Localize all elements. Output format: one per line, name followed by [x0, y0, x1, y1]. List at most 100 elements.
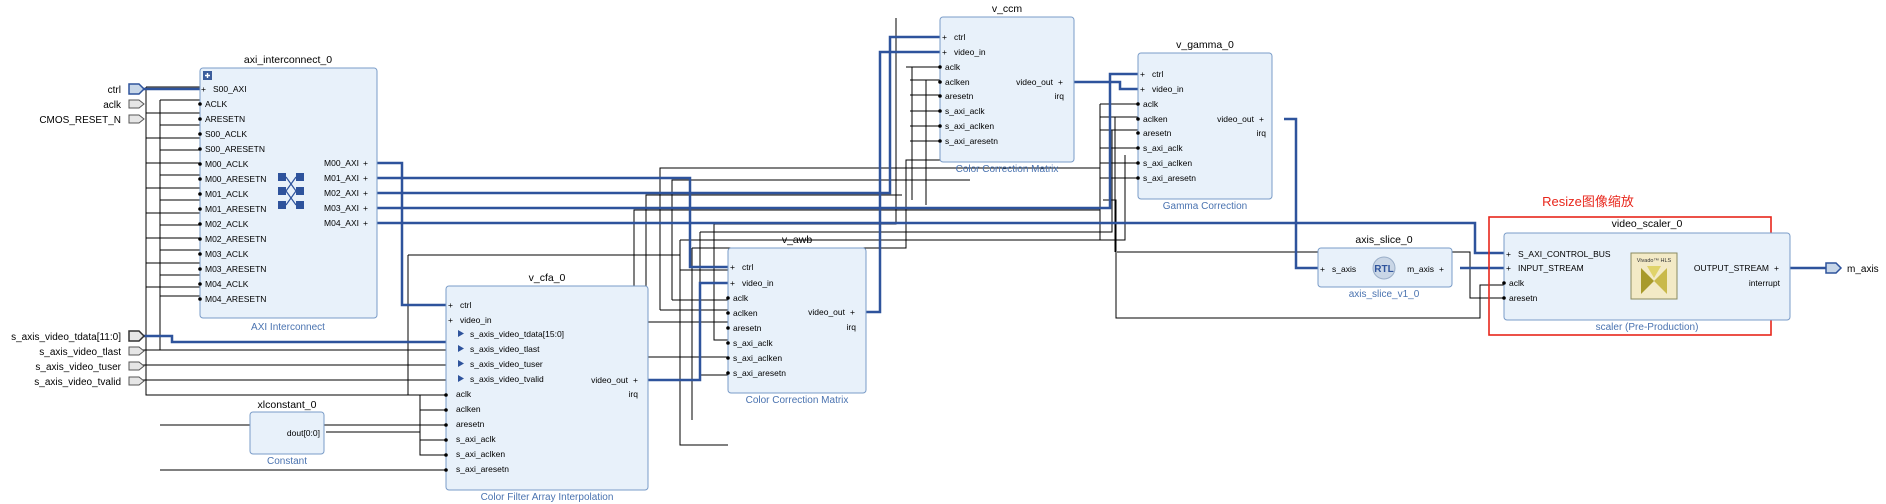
- hls-logo-icon: Vivado™ HLS: [1630, 252, 1678, 300]
- pin-video-in[interactable]: +video_in: [730, 278, 774, 288]
- pin-s-axi-aclk[interactable]: s_axi_aclk: [444, 434, 496, 444]
- pin-m01-aclk[interactable]: M01_ACLK: [198, 189, 249, 199]
- block-v-awb[interactable]: v_awb +ctrl +video_in aclk aclken areset…: [726, 234, 867, 406]
- pin-output-stream[interactable]: OUTPUT_STREAM+: [1694, 263, 1779, 273]
- pin-m-axis[interactable]: m_axis+: [1407, 264, 1444, 274]
- pin-video-tdata[interactable]: s_axis_video_tdata[15:0]: [458, 329, 564, 339]
- port-cmos-reset-n[interactable]: CMOS_RESET_N: [39, 114, 145, 126]
- pin-aresetn[interactable]: aresetn: [938, 91, 974, 101]
- pin-video-tuser[interactable]: s_axis_video_tuser: [458, 359, 543, 369]
- block-v-ccm[interactable]: v_ccm +ctrl +video_in aclk aclken areset…: [938, 3, 1075, 175]
- pin-aresetn[interactable]: aresetn: [444, 419, 485, 429]
- pin-s-axi-aresetn[interactable]: s_axi_aresetn: [938, 136, 998, 146]
- pin-m04-axi[interactable]: M04_AXI+: [324, 218, 368, 228]
- pin-s00-aresetn[interactable]: S00_ARESETN: [198, 144, 265, 154]
- pin-aresetn[interactable]: aresetn: [1502, 293, 1538, 303]
- pin-video-out[interactable]: video_out+: [1217, 114, 1264, 124]
- pin-m00-axi[interactable]: M00_AXI+: [324, 158, 368, 168]
- port-video-tvalid[interactable]: s_axis_video_tvalid: [34, 376, 145, 388]
- pin-s-axi-aclk[interactable]: s_axi_aclk: [938, 106, 985, 116]
- pin-aclk[interactable]: aclk: [1136, 99, 1159, 109]
- pin-m01-aresetn[interactable]: M01_ARESETN: [198, 204, 266, 214]
- pin-video-in[interactable]: +video_in: [448, 315, 492, 325]
- block-xlconstant[interactable]: xlconstant_0 dout[0:0] Constant: [249, 399, 325, 467]
- pin-label: s_axis_video_tuser: [470, 359, 543, 369]
- pin-video-in[interactable]: +video_in: [942, 47, 986, 57]
- pin-m01-axi[interactable]: M01_AXI+: [324, 173, 368, 183]
- pin-s-axi-aclk[interactable]: s_axi_aclk: [1136, 143, 1183, 153]
- pin-s-axi-aclken[interactable]: s_axi_aclken: [444, 449, 505, 459]
- pin-ctrl[interactable]: +ctrl: [448, 300, 471, 310]
- pin-input-stream[interactable]: +INPUT_STREAM: [1506, 263, 1584, 273]
- pin-m03-aresetn[interactable]: M03_ARESETN: [198, 264, 266, 274]
- pin-aclken[interactable]: aclken: [938, 77, 970, 87]
- port-ctrl[interactable]: ctrl: [108, 83, 146, 96]
- pin-m00-aclk[interactable]: M00_ACLK: [198, 159, 249, 169]
- pin-m00-aresetn[interactable]: M00_ARESETN: [198, 174, 266, 184]
- pin-aclken[interactable]: aclken: [726, 308, 758, 318]
- pin-irq[interactable]: irq: [1257, 128, 1267, 138]
- pin-aclk[interactable]: aclk: [938, 62, 961, 72]
- pin-m02-axi[interactable]: M02_AXI+: [324, 188, 368, 198]
- port-label: m_axis: [1847, 264, 1879, 275]
- pin-label: s_axis_video_tvalid: [470, 374, 544, 384]
- pin-aclk[interactable]: ACLK: [198, 99, 228, 109]
- pin-video-out[interactable]: video_out+: [808, 307, 855, 317]
- pin-aresetn[interactable]: aresetn: [726, 323, 762, 333]
- pin-s00-aclk[interactable]: S00_ACLK: [198, 129, 247, 139]
- pin-aclk[interactable]: aclk: [444, 389, 472, 399]
- pin-s-axis[interactable]: +s_axis: [1320, 264, 1356, 274]
- port-m-axis[interactable]: m_axis: [1825, 262, 1879, 275]
- pin-s00-axi[interactable]: +S00_AXI: [201, 84, 247, 94]
- pin-m02-aclk[interactable]: M02_ACLK: [198, 219, 249, 229]
- pin-m02-aresetn[interactable]: M02_ARESETN: [198, 234, 266, 244]
- pin-ctrl[interactable]: +ctrl: [1140, 69, 1163, 79]
- port-video-tuser[interactable]: s_axis_video_tuser: [35, 361, 145, 373]
- block-v-gamma[interactable]: v_gamma_0 +ctrl +video_in aclk aclken ar…: [1136, 39, 1273, 212]
- pin-s-axi-control-bus[interactable]: +S_AXI_CONTROL_BUS: [1506, 249, 1611, 259]
- pin-aresetn[interactable]: aresetn: [1136, 128, 1172, 138]
- expand-icon[interactable]: [203, 71, 212, 80]
- pin-m03-axi[interactable]: M03_AXI+: [324, 203, 368, 213]
- pin-video-tlast[interactable]: s_axis_video_tlast: [458, 344, 540, 354]
- block-v-cfa[interactable]: v_cfa_0 +ctrl +video_in s_axis_video_tda…: [444, 272, 649, 503]
- pin-ctrl[interactable]: +ctrl: [730, 262, 753, 272]
- bus-gamma-slice: [1284, 117, 1322, 270]
- block-video-scaler[interactable]: video_scaler_0 +S_AXI_CONTROL_BUS +INPUT…: [1502, 218, 1791, 333]
- pin-s-axi-aclk[interactable]: s_axi_aclk: [726, 338, 773, 348]
- pin-video-out[interactable]: video_out+: [591, 375, 638, 385]
- pin-aclken[interactable]: aclken: [1136, 114, 1168, 124]
- pin-s-axi-aclken[interactable]: s_axi_aclken: [938, 121, 994, 131]
- pin-video-out[interactable]: video_out+: [1016, 77, 1063, 87]
- pin-video-tvalid[interactable]: s_axis_video_tvalid: [458, 374, 544, 384]
- pin-dout[interactable]: dout[0:0]: [287, 428, 320, 438]
- pin-video-in[interactable]: +video_in: [1140, 84, 1184, 94]
- pin-m04-aclk[interactable]: M04_ACLK: [198, 279, 249, 289]
- pin-label: aresetn: [733, 323, 762, 333]
- pin-s-axi-aclken[interactable]: s_axi_aclken: [1136, 158, 1192, 168]
- pin-s-axi-aresetn[interactable]: s_axi_aresetn: [444, 464, 509, 474]
- block-axis-slice[interactable]: axis_slice_0 +s_axis RTL m_axis+ axis_sl…: [1317, 234, 1453, 300]
- pin-irq[interactable]: irq: [847, 322, 857, 332]
- port-video-tlast[interactable]: s_axis_video_tlast: [39, 346, 145, 358]
- bus-m03-gamma: [377, 72, 1138, 210]
- pin-ctrl[interactable]: +ctrl: [942, 32, 965, 42]
- pin-interrupt[interactable]: interrupt: [1749, 278, 1781, 288]
- pin-aclk[interactable]: aclk: [726, 293, 749, 303]
- port-video-tdata[interactable]: s_axis_video_tdata[11:0]: [11, 330, 146, 343]
- port-aclk[interactable]: aclk: [103, 99, 145, 111]
- pin-aresetn[interactable]: ARESETN: [198, 114, 245, 124]
- pin-aclken[interactable]: aclken: [444, 404, 481, 414]
- pin-irq[interactable]: irq: [1055, 91, 1065, 101]
- pin-label: s_axi_aclk: [1143, 143, 1183, 153]
- pin-m03-aclk[interactable]: M03_ACLK: [198, 249, 249, 259]
- pin-irq[interactable]: irq: [629, 389, 639, 399]
- pin-s-axi-aresetn[interactable]: s_axi_aresetn: [1136, 173, 1196, 183]
- pin-glyph: +: [730, 262, 735, 272]
- pin-s-axi-aclken[interactable]: s_axi_aclken: [726, 353, 782, 363]
- pin-s-axi-aresetn[interactable]: s_axi_aresetn: [726, 368, 786, 378]
- pin-aclk[interactable]: aclk: [1502, 278, 1525, 288]
- block-axi-interconnect[interactable]: axi_interconnect_0 +S00_AXI ACLK ARESETN…: [198, 54, 378, 333]
- pin-m04-aresetn[interactable]: M04_ARESETN: [198, 294, 266, 304]
